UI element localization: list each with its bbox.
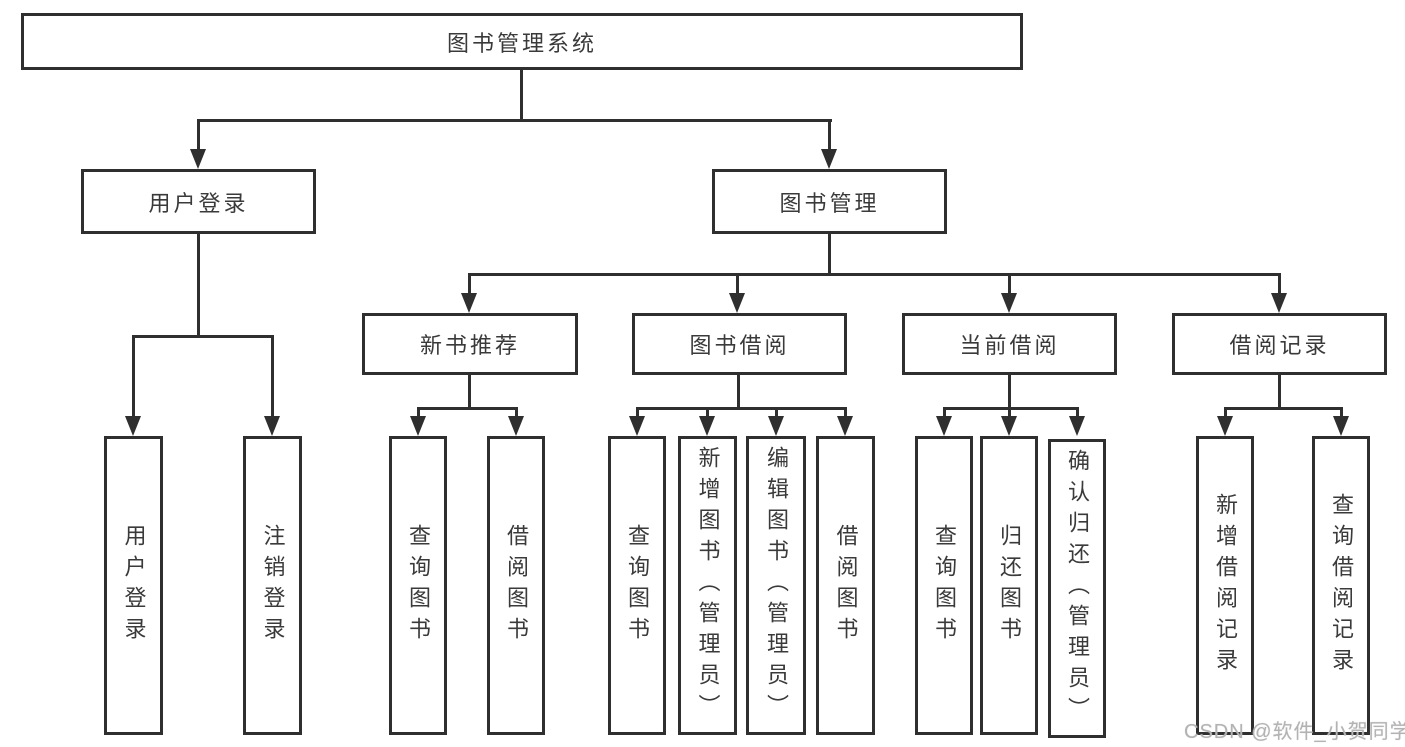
arrow-down-icon bbox=[729, 293, 745, 313]
arrow-down-icon bbox=[1217, 416, 1233, 436]
connector-line bbox=[1278, 273, 1281, 295]
node-label: 新书推荐 bbox=[419, 333, 520, 358]
node-label: 借阅图书 bbox=[504, 523, 529, 648]
node-label: 新增借阅记录 bbox=[1213, 492, 1238, 679]
connector-line bbox=[1008, 375, 1011, 407]
arrow-down-icon bbox=[821, 149, 837, 169]
node-label: 当前借阅 bbox=[959, 333, 1060, 358]
node-label: 查询图书 bbox=[625, 523, 650, 648]
node-label: 查询图书 bbox=[932, 523, 957, 648]
connector-line bbox=[468, 375, 471, 407]
node-book-management: 图书管理 bbox=[712, 169, 947, 234]
connector-line bbox=[636, 407, 847, 410]
connector-line bbox=[197, 234, 200, 335]
connector-line bbox=[417, 407, 518, 410]
arrow-down-icon bbox=[410, 416, 426, 436]
arrow-down-icon bbox=[1001, 416, 1017, 436]
connector-line bbox=[132, 335, 135, 417]
connector-line bbox=[417, 407, 420, 419]
connector-line bbox=[1076, 407, 1079, 419]
node-label: 编辑图书（管理员） bbox=[764, 446, 789, 725]
arrow-down-icon bbox=[1333, 416, 1349, 436]
connector-line bbox=[1008, 407, 1011, 419]
leaf-add-borrow-record: 新增借阅记录 bbox=[1196, 436, 1254, 735]
node-label: 用户登录 bbox=[121, 523, 147, 648]
leaf-edit-book-admin: 编辑图书（管理员） bbox=[746, 436, 806, 735]
node-label: 查询借阅记录 bbox=[1329, 492, 1354, 679]
connector-line bbox=[736, 273, 739, 295]
arrow-down-icon bbox=[1271, 293, 1287, 313]
leaf-add-book-admin: 新增图书（管理员） bbox=[678, 436, 737, 735]
node-new-book-recommend: 新书推荐 bbox=[362, 313, 578, 375]
node-label: 图书管理系统 bbox=[446, 30, 597, 56]
leaf-query-borrow-record: 查询借阅记录 bbox=[1312, 436, 1370, 735]
arrow-down-icon bbox=[699, 416, 715, 436]
leaf-query-books: 查询图书 bbox=[608, 436, 666, 735]
arrow-down-icon bbox=[1001, 293, 1017, 313]
csdn-watermark: CSDN @软件_小贺同学 bbox=[1184, 721, 1405, 743]
connector-line bbox=[943, 407, 946, 419]
leaf-query-books: 查询图书 bbox=[389, 436, 447, 735]
connector-line bbox=[706, 407, 709, 419]
connector-line bbox=[636, 407, 639, 419]
arrow-down-icon bbox=[461, 293, 477, 313]
leaf-user-login: 用户登录 bbox=[104, 436, 163, 735]
arrow-down-icon bbox=[125, 416, 141, 436]
arrow-down-icon bbox=[837, 416, 853, 436]
node-borrow-records: 借阅记录 bbox=[1172, 313, 1387, 375]
arrow-down-icon bbox=[264, 416, 280, 436]
arrow-down-icon bbox=[936, 416, 952, 436]
connector-line bbox=[197, 119, 200, 152]
node-label: 注销登录 bbox=[260, 523, 286, 648]
connector-line bbox=[1008, 273, 1011, 295]
node-label: 图书管理 bbox=[779, 190, 880, 216]
connector-line bbox=[737, 375, 740, 407]
node-label: 用户登录 bbox=[148, 190, 249, 216]
connector-line bbox=[1224, 407, 1343, 410]
connector-line bbox=[828, 234, 831, 276]
connector-line bbox=[520, 69, 523, 120]
connector-line bbox=[515, 407, 518, 419]
connector-line bbox=[828, 119, 831, 152]
leaf-logout: 注销登录 bbox=[243, 436, 302, 735]
leaf-query-books: 查询图书 bbox=[915, 436, 973, 735]
connector-line bbox=[468, 273, 1281, 276]
connector-line bbox=[271, 335, 274, 417]
connector-line bbox=[1224, 407, 1227, 419]
node-label: 归还图书 bbox=[997, 523, 1022, 648]
node-user-login: 用户登录 bbox=[81, 169, 316, 234]
leaf-borrow-books: 借阅图书 bbox=[487, 436, 545, 735]
node-label: 确认归还（管理员） bbox=[1065, 449, 1090, 728]
node-label: 新增图书（管理员） bbox=[695, 446, 721, 725]
node-book-borrow: 图书借阅 bbox=[632, 313, 847, 375]
node-label: 借阅记录 bbox=[1229, 333, 1330, 358]
arrow-down-icon bbox=[1069, 416, 1085, 436]
connector-line bbox=[943, 407, 1079, 410]
node-label: 借阅图书 bbox=[833, 523, 859, 648]
connector-line bbox=[197, 119, 832, 122]
leaf-return-books: 归还图书 bbox=[980, 436, 1038, 735]
arrow-down-icon bbox=[508, 416, 524, 436]
connector-line bbox=[468, 273, 471, 295]
connector-line bbox=[1340, 407, 1343, 419]
leaf-borrow-books: 借阅图书 bbox=[816, 436, 875, 735]
connector-line bbox=[775, 407, 778, 419]
connector-line bbox=[1278, 375, 1281, 407]
arrow-down-icon bbox=[190, 149, 206, 169]
node-label: 图书借阅 bbox=[689, 333, 790, 358]
arrow-down-icon bbox=[629, 416, 645, 436]
arrow-down-icon bbox=[768, 416, 784, 436]
connector-line bbox=[132, 335, 274, 338]
node-current-borrow: 当前借阅 bbox=[902, 313, 1117, 375]
leaf-confirm-return-admin: 确认归还（管理员） bbox=[1048, 439, 1106, 738]
node-library-system: 图书管理系统 bbox=[21, 13, 1023, 70]
node-label: 查询图书 bbox=[406, 523, 431, 648]
connector-line bbox=[844, 407, 847, 419]
